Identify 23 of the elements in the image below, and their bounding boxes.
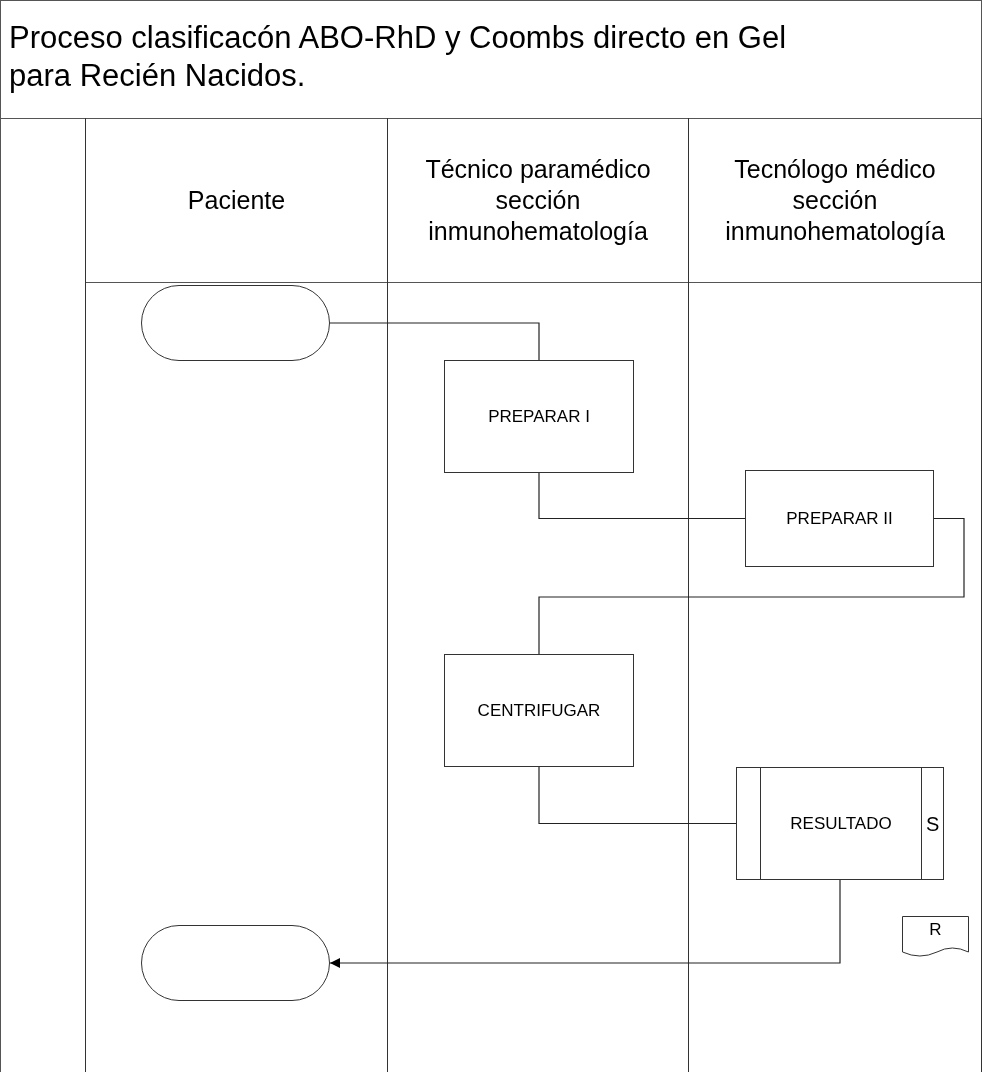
document-label: R (929, 920, 942, 940)
connector-line (329, 322, 540, 361)
swimlane (387, 118, 688, 1072)
marker-letter: S (926, 813, 940, 836)
process-label: CENTRIFUGAR (477, 700, 601, 721)
title: Proceso clasificacón ABO-RhD y Coombs directo en Gel para Recién Nacidos. (0, 0, 982, 119)
process-box (444, 360, 634, 473)
lane-header: Técnico paramédico sección inmunohematología (388, 118, 688, 283)
connector-line (538, 766, 737, 825)
process-label: PREPARAR II (786, 508, 893, 529)
swimlane (688, 118, 982, 1072)
lane-header: Tecnólogo médico sección inmunohematología (689, 118, 981, 283)
document-shape (902, 916, 969, 960)
process-box (444, 654, 634, 767)
process-box (745, 470, 934, 567)
swimlane (85, 118, 387, 1072)
connector-line (538, 517, 965, 655)
predefined-process-box (736, 767, 944, 880)
arrow (329, 879, 841, 968)
process-label: PREPARAR I (488, 406, 590, 427)
process-label: RESULTADO (760, 768, 922, 879)
lane-header: Paciente (86, 118, 387, 283)
connector-line (538, 472, 746, 520)
